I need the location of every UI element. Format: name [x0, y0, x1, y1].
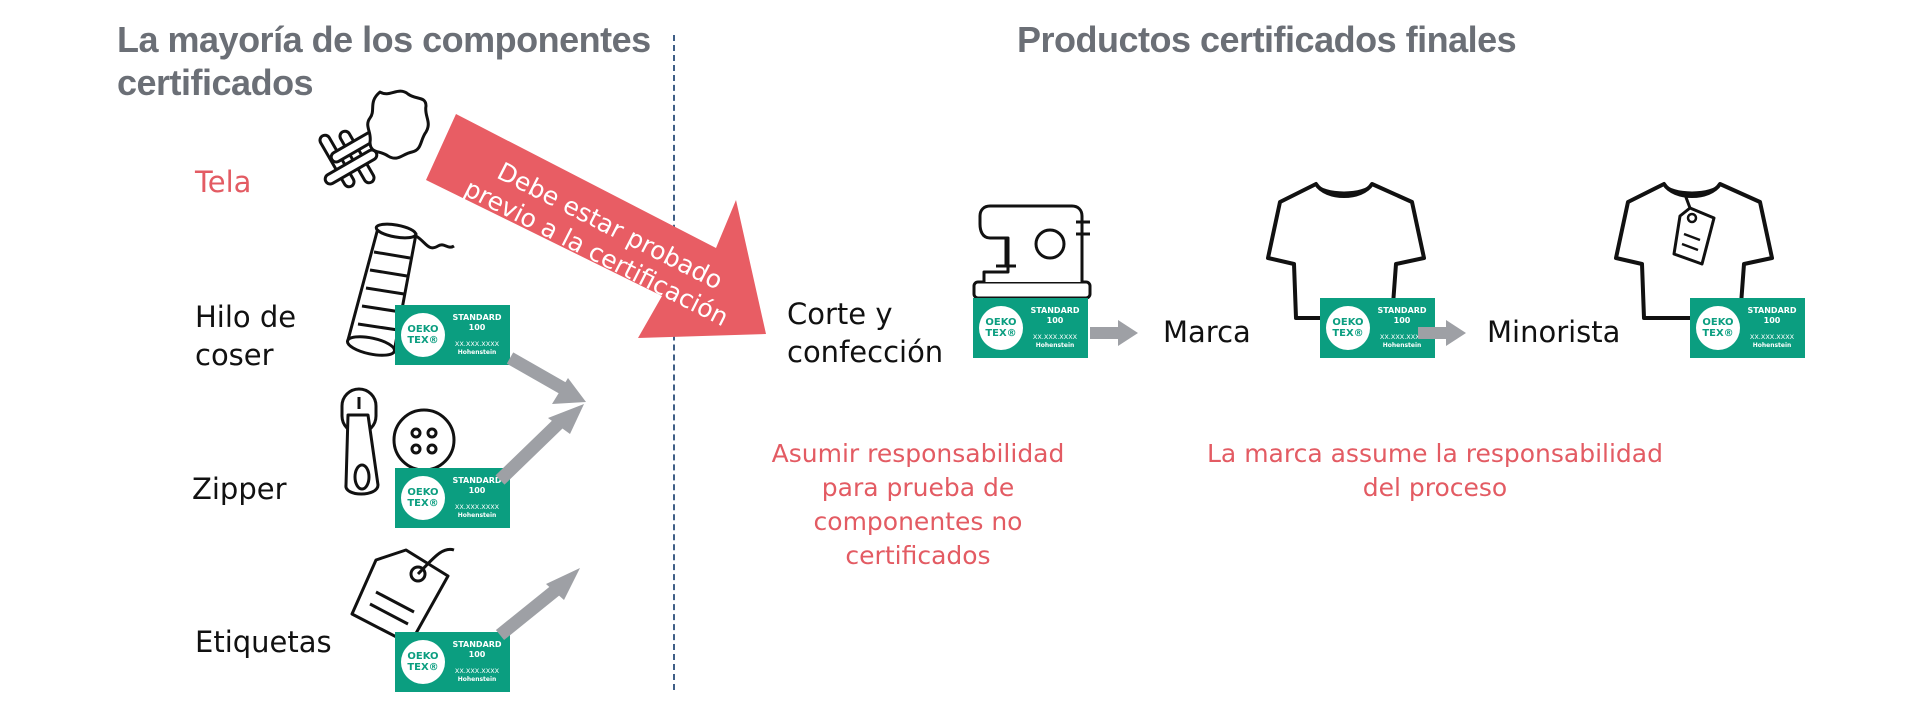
- right-heading: Productos certificados finales: [1017, 19, 1517, 60]
- hang-tag-icon: [350, 547, 455, 646]
- tshirt-with-tag-icon: [1614, 182, 1774, 320]
- left-heading-line-2: certificados: [117, 62, 314, 103]
- component-label-hilo: Hilo de coser: [195, 300, 297, 372]
- stage-label-corte: Corte y confección: [787, 297, 944, 369]
- tshirt-icon: [1266, 182, 1426, 320]
- zipper-pull-icon: [340, 387, 380, 496]
- must-be-tested-arrow: [426, 114, 766, 338]
- arrow-marca-to-minorista: [1418, 320, 1466, 346]
- left-heading: La mayoría de los componentes certificad…: [117, 18, 677, 104]
- section-divider: [673, 35, 675, 690]
- note-brand-responsibility: La marca assume la responsabilidad del p…: [1207, 439, 1663, 502]
- sewing-machine-icon: [972, 204, 1092, 300]
- component-label-tela: Tela: [195, 165, 252, 199]
- left-heading-line-1: La mayoría de los componentes: [117, 19, 651, 60]
- component-label-zipper: Zipper: [192, 472, 287, 506]
- component-label-etiquetas: Etiquetas: [195, 625, 332, 659]
- note-responsibility-components: Asumir responsabilidad para prueba de co…: [771, 439, 1065, 570]
- arrow-corte-to-marca: [1090, 320, 1138, 346]
- converging-arrows: [495, 352, 586, 641]
- button-icon: [392, 408, 456, 472]
- leather-hide-icon: [366, 89, 430, 160]
- stage-label-marca: Marca: [1163, 315, 1251, 349]
- stage-label-minorista: Minorista: [1487, 315, 1621, 349]
